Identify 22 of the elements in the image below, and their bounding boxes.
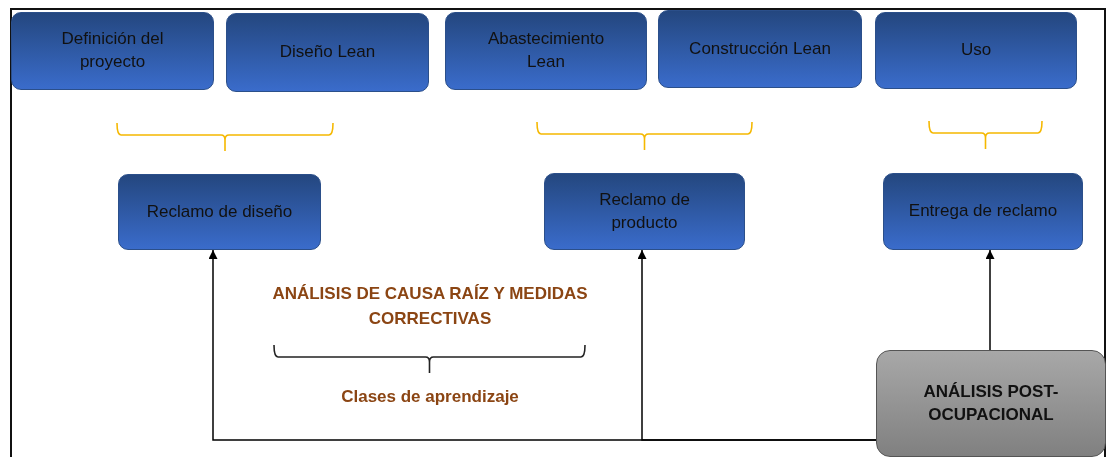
annotation-text: ANÁLISIS DE CAUSA RAÍZ Y MEDIDAS CORRECTIVAS bbox=[271, 283, 589, 330]
node-label: Reclamo de producto bbox=[598, 188, 691, 234]
node-label: Reclamo de diseño bbox=[145, 200, 294, 223]
process-box bbox=[544, 173, 745, 250]
process-box bbox=[875, 12, 1077, 89]
node-label: Definición del proyecto bbox=[60, 28, 165, 73]
node-label: Diseño Lean bbox=[278, 41, 377, 64]
arrow bbox=[985, 249, 995, 351]
node-label: Uso bbox=[959, 39, 993, 62]
process-box bbox=[11, 12, 214, 90]
node-label: ANÁLISIS POST-OCUPACIONAL bbox=[922, 380, 1060, 426]
process-box bbox=[226, 13, 429, 92]
node-label: Abastecimiento Lean bbox=[486, 28, 606, 73]
arrow bbox=[637, 249, 877, 441]
process-box bbox=[118, 174, 321, 250]
annotation-text: Clases de aprendizaje bbox=[340, 386, 520, 408]
process-box bbox=[445, 12, 647, 90]
process-box bbox=[883, 173, 1083, 250]
process-box bbox=[658, 10, 862, 88]
node-label: Entrega de reclamo bbox=[907, 200, 1059, 223]
analysis-box bbox=[876, 350, 1106, 457]
node-label: Construcción Lean bbox=[688, 37, 832, 60]
